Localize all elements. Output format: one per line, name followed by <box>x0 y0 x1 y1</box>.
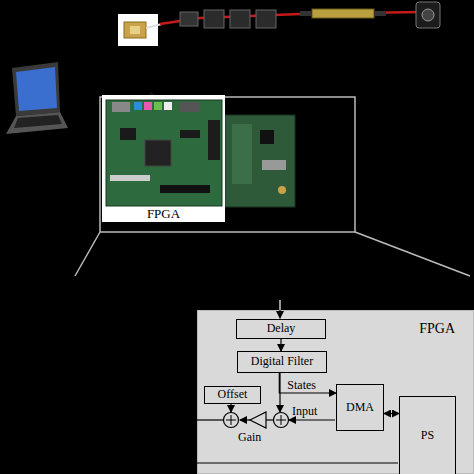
photodetector <box>416 2 440 28</box>
process-box: Digital Filter <box>237 351 327 373</box>
signal-label: Input <box>292 404 317 419</box>
edge-label: States <box>287 378 316 393</box>
process-box: Delay <box>236 319 326 339</box>
node-text: Offset <box>218 388 248 401</box>
node-text: Delay <box>267 322 296 335</box>
process-box: Offset <box>204 386 261 404</box>
signal-label: Gain <box>238 430 261 445</box>
node-text: DMA <box>346 401 374 414</box>
zoom-line <box>75 232 100 276</box>
adc-board <box>225 115 295 207</box>
laser-diode <box>118 14 162 46</box>
optical-fiber <box>160 12 420 24</box>
node-text: Digital Filter <box>251 355 313 368</box>
board-photo-box: FPGA <box>102 95 225 222</box>
process-box: PS <box>399 396 456 474</box>
fiber-components <box>180 9 386 28</box>
node-text: FPGA <box>147 207 180 221</box>
fpga-block: FPGA DelayDigital FilterOffsetDMA PS <box>197 310 474 474</box>
node-text: PS <box>421 429 434 442</box>
zoom-line <box>355 232 470 276</box>
node-text: FPGA <box>419 321 455 336</box>
process-box: DMA <box>336 384 384 431</box>
laptop <box>6 62 68 134</box>
